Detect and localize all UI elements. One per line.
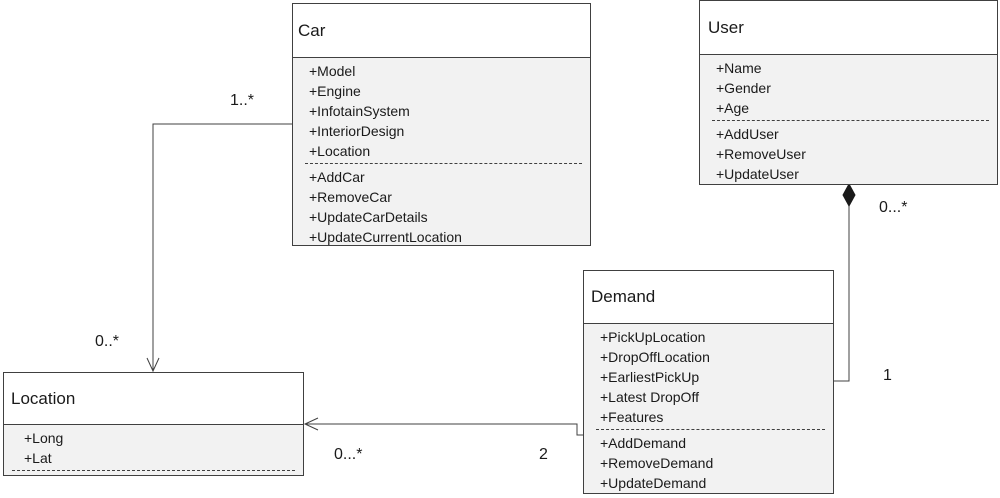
car-operation: +RemoveCar: [309, 189, 392, 205]
demand-attributes: +PickUpLocation +DropOffLocation +Earlie…: [596, 324, 825, 430]
car-location-arrowhead: [146, 357, 160, 373]
car-attribute: +Engine: [309, 83, 361, 99]
multiplicity-demand-end-to-location: 2: [539, 446, 548, 463]
multiplicity-car-end: 1..*: [230, 92, 255, 109]
user-class-header: User: [700, 1, 997, 55]
car-class[interactable]: Car +Model +Engine +InfotainSystem +Inte…: [292, 3, 591, 246]
user-class-name: User: [708, 17, 744, 37]
location-attribute: +Long: [24, 430, 64, 446]
user-demand-composition: [833, 205, 850, 382]
multiplicity-demand-end-from-user: 1: [883, 367, 892, 384]
car-attribute: +InteriorDesign: [309, 123, 405, 139]
demand-class-header: Demand: [584, 271, 833, 324]
car-attributes: +Model +Engine +InfotainSystem +Interior…: [305, 58, 582, 164]
location-class[interactable]: Location +Long +Lat: [3, 372, 304, 476]
demand-operation: +UpdateDemand: [600, 475, 707, 491]
demand-operations: +AddDemand +RemoveDemand +UpdateDemand: [596, 430, 825, 495]
multiplicity-location-end-from-demand: 0...*: [334, 446, 363, 463]
user-attribute: +Gender: [716, 80, 771, 96]
demand-location-arrowhead: [303, 417, 319, 431]
car-attribute: +InfotainSystem: [309, 103, 410, 119]
car-class-header: Car: [293, 4, 590, 58]
composition-diamond: [842, 182, 856, 208]
location-class-name: Location: [11, 388, 76, 408]
demand-attribute: +Latest DropOff: [600, 389, 699, 405]
user-attribute: +Name: [716, 60, 762, 76]
car-operation: +AddCar: [309, 169, 365, 185]
location-attributes: +Long +Lat: [12, 425, 295, 471]
location-class-header: Location: [4, 373, 303, 425]
demand-class[interactable]: Demand +PickUpLocation +DropOffLocation …: [583, 270, 834, 494]
demand-operation: +RemoveDemand: [600, 455, 714, 471]
user-attribute: +Age: [716, 100, 750, 116]
location-attribute: +Lat: [24, 450, 52, 466]
car-class-name: Car: [298, 20, 326, 40]
user-operation: +RemoveUser: [716, 146, 806, 162]
demand-attribute: +PickUpLocation: [600, 329, 706, 345]
user-class[interactable]: User +Name +Gender +Age +AddUser +Remove…: [699, 0, 998, 185]
demand-attribute: +Features: [600, 409, 664, 425]
car-operations: +AddCar +RemoveCar +UpdateCarDetails +Up…: [305, 164, 582, 249]
demand-operation: +AddDemand: [600, 435, 687, 451]
demand-attribute: +DropOffLocation: [600, 349, 710, 365]
demand-class-name: Demand: [591, 287, 656, 306]
car-operation: +UpdateCurrentLocation: [309, 229, 462, 245]
user-operations: +AddUser +RemoveUser +UpdateUser: [712, 121, 989, 186]
demand-location-association: [305, 423, 583, 436]
demand-attribute: +EarliestPickUp: [600, 369, 700, 385]
car-operation: +UpdateCarDetails: [309, 209, 428, 225]
user-operation: +UpdateUser: [716, 166, 799, 182]
car-location-association: [152, 123, 292, 371]
multiplicity-user-end: 0...*: [879, 199, 908, 216]
car-attribute: +Location: [309, 143, 371, 159]
user-operation: +AddUser: [716, 126, 779, 142]
multiplicity-location-end-from-car: 0..*: [95, 333, 120, 350]
car-attribute: +Model: [309, 63, 356, 79]
user-attributes: +Name +Gender +Age: [712, 55, 989, 121]
